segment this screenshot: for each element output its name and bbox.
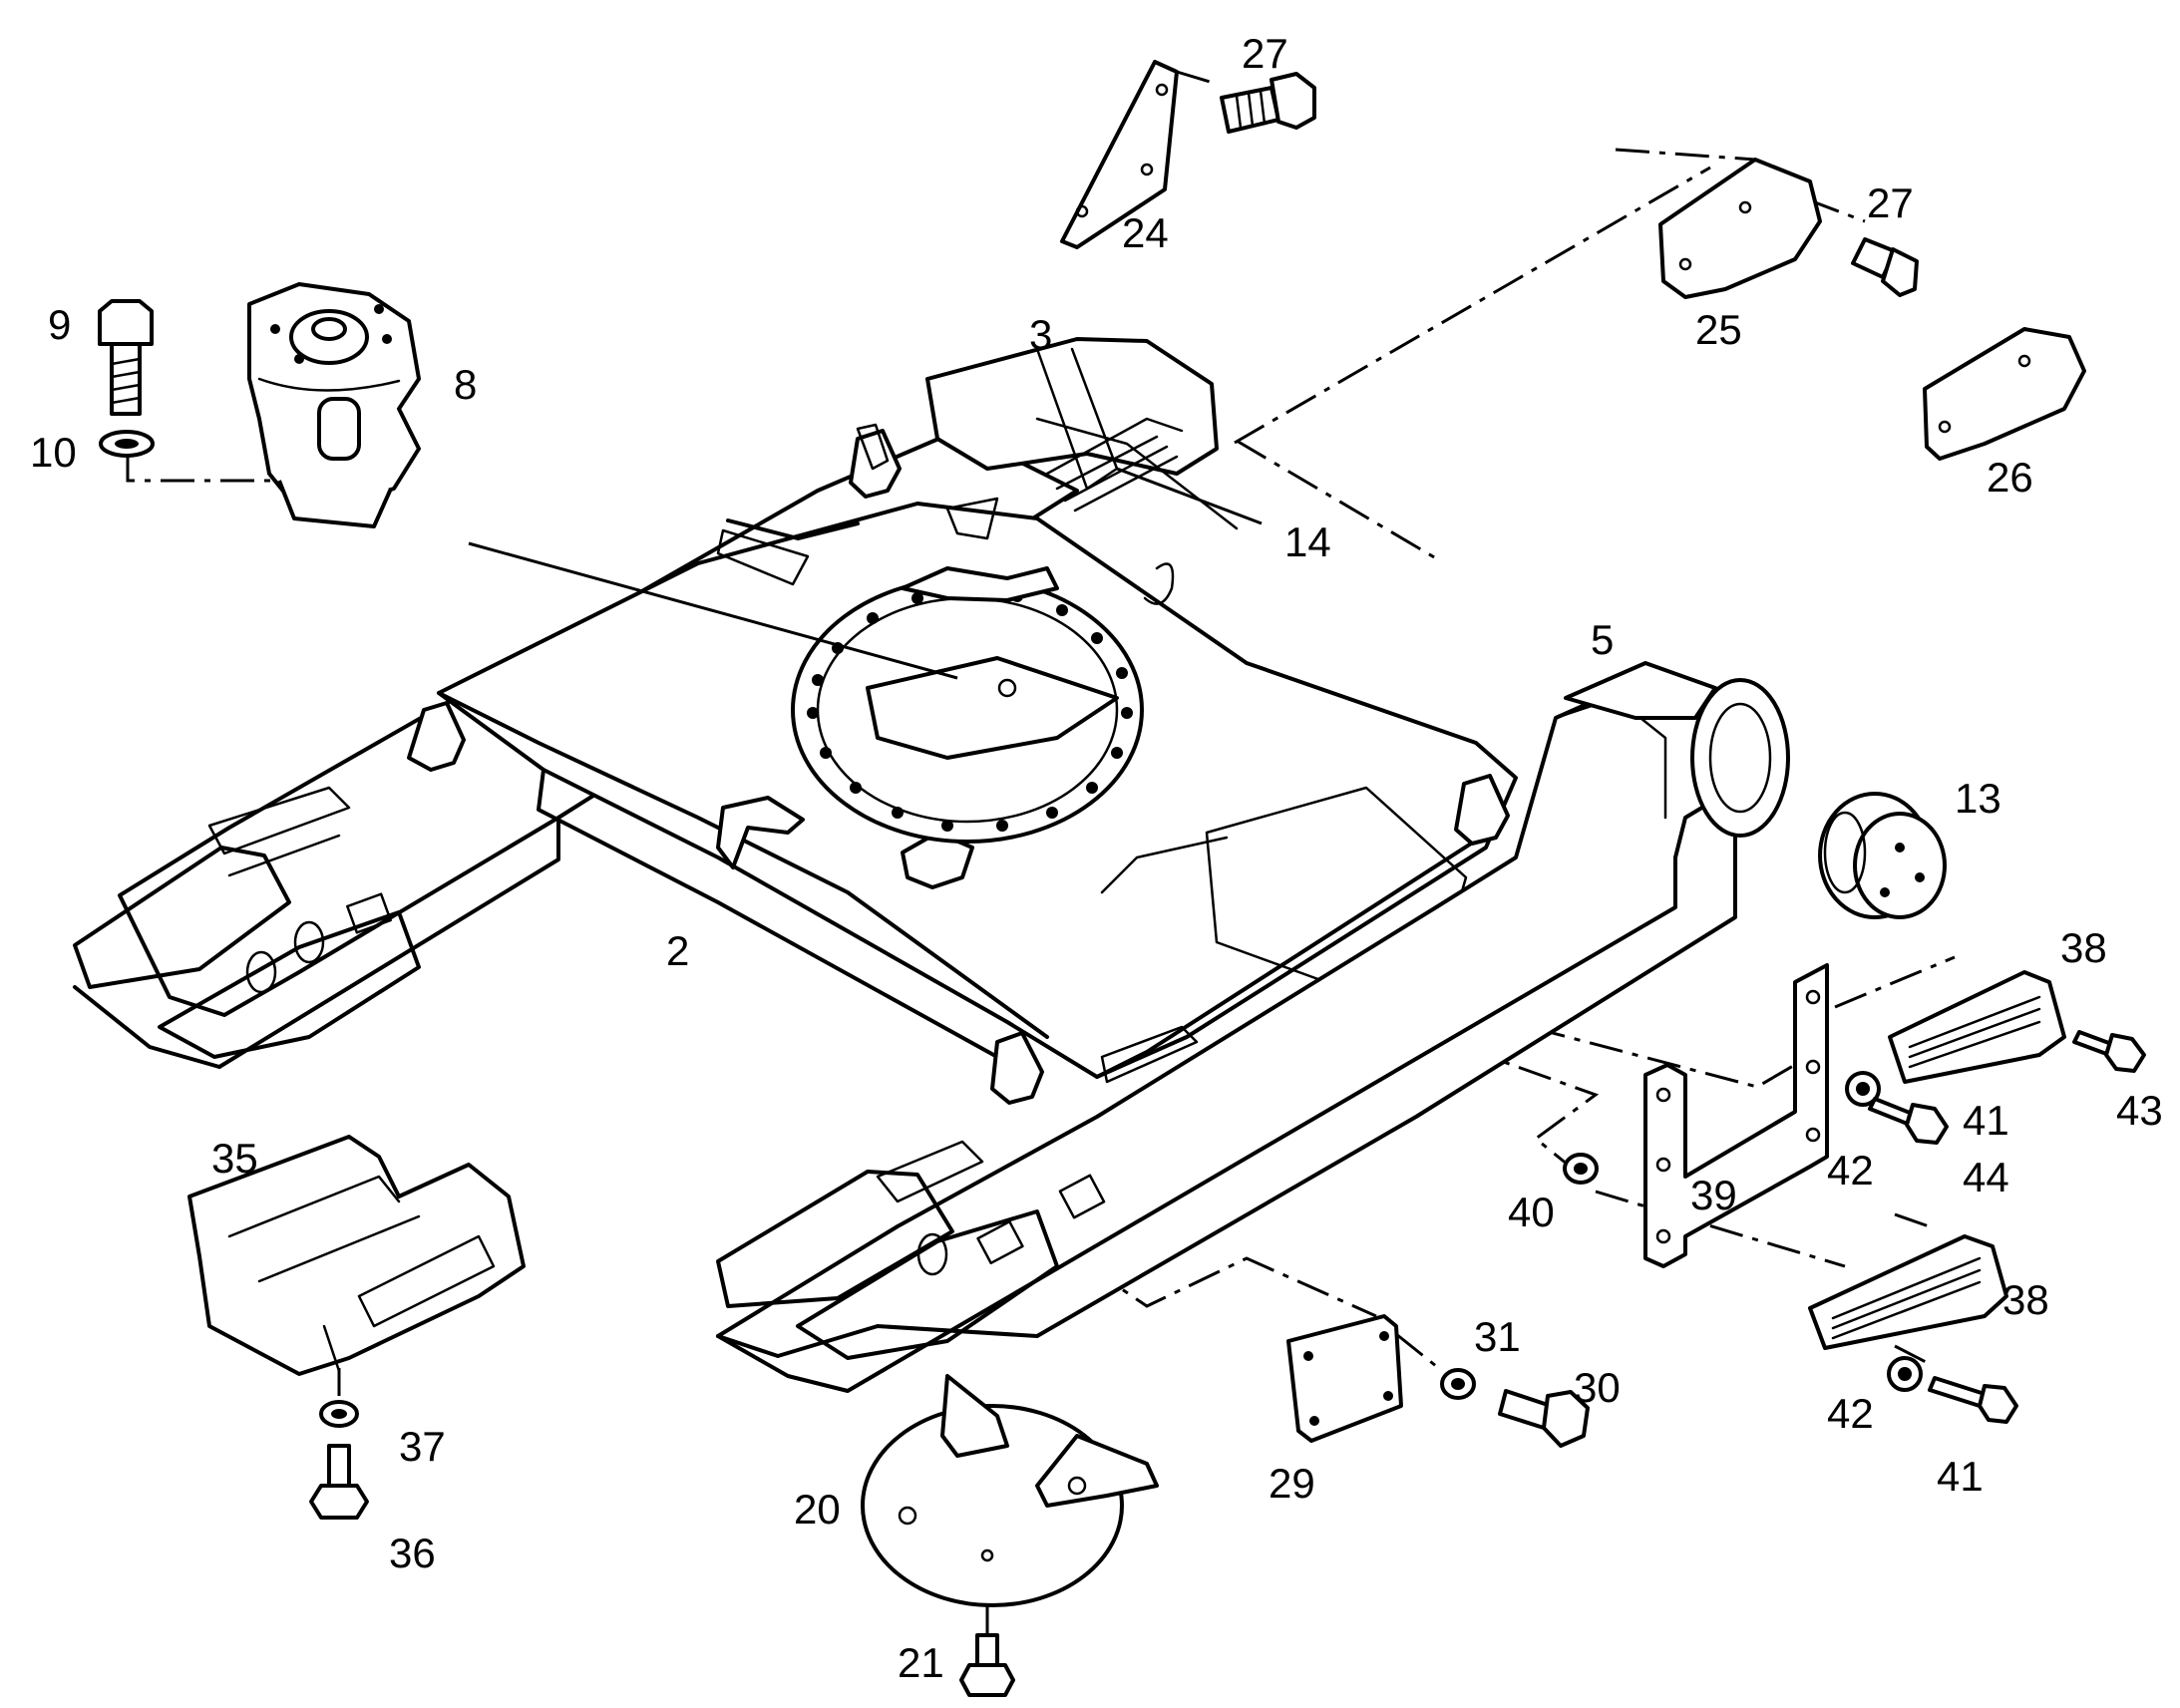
part-40-washer [1563, 1153, 1599, 1185]
label-part-27-top: 27 [1242, 30, 1288, 77]
part-37-washer [319, 1400, 359, 1428]
part-20-cover [861, 1374, 1159, 1607]
part-25-plate [1658, 158, 1822, 299]
label-part-37: 37 [399, 1423, 446, 1470]
part-31-washer [1440, 1368, 1476, 1400]
label-part-2: 2 [666, 927, 689, 974]
label-part-42-lower: 42 [1827, 1390, 1874, 1437]
label-part-30: 30 [1574, 1364, 1621, 1411]
label-part-13: 13 [1955, 775, 2001, 822]
label-part-38-lower: 38 [2002, 1276, 2049, 1323]
label-part-9: 9 [48, 301, 71, 348]
label-part-41-lower: 41 [1937, 1453, 1984, 1500]
leader-line-14 [1116, 467, 1263, 525]
label-part-44: 44 [1963, 1154, 2009, 1200]
label-part-39: 39 [1690, 1172, 1737, 1218]
label-part-21: 21 [898, 1639, 944, 1686]
part-38-step-upper [1888, 970, 2066, 1084]
label-part-10: 10 [30, 429, 77, 476]
part-35-track-guide [187, 1135, 526, 1376]
part-43-bolt [2072, 1030, 2146, 1073]
label-part-29: 29 [1269, 1460, 1315, 1507]
label-part-35: 35 [211, 1135, 258, 1182]
part-30-bolt [1498, 1389, 1590, 1448]
part-21-bolt [959, 1633, 1015, 1697]
label-part-20: 20 [794, 1486, 841, 1533]
part-10-washer [99, 430, 155, 458]
label-part-41-upper: 41 [1963, 1097, 2009, 1144]
part-42-washer-upper [1845, 1071, 1881, 1107]
part-9-bolt [98, 299, 154, 416]
part-44-bolt [1868, 1097, 1949, 1145]
part-27-bolt-top [1220, 72, 1316, 134]
label-part-36: 36 [389, 1530, 436, 1576]
part-8-travel-motor [247, 282, 421, 528]
swing-bearing [716, 562, 1175, 869]
label-part-31: 31 [1474, 1313, 1521, 1360]
assembly-lines [126, 70, 1956, 1641]
part-42-washer-lower [1887, 1356, 1923, 1392]
part-36-bolt [309, 1444, 369, 1520]
part-38-step-lower [1808, 1234, 2008, 1350]
label-part-24: 24 [1122, 209, 1169, 256]
part-24-plate [1060, 60, 1179, 249]
label-part-38-upper: 38 [2060, 924, 2107, 971]
part-3-guard [856, 337, 1239, 540]
label-part-40: 40 [1508, 1189, 1555, 1235]
label-part-3: 3 [1029, 311, 1052, 358]
part-labels: 2 3 5 8 9 10 13 14 20 21 24 25 26 27 27 … [30, 30, 2163, 1686]
part-41-bolt-lower [1928, 1376, 2018, 1424]
label-part-25: 25 [1695, 306, 1742, 353]
label-part-5: 5 [1591, 616, 1614, 663]
label-part-26: 26 [1987, 454, 2033, 501]
part-29-cover-plate [1286, 1314, 1403, 1443]
part-27-bolt-right [1851, 237, 1919, 297]
label-part-43: 43 [2116, 1087, 2163, 1134]
label-part-14: 14 [1284, 518, 1331, 565]
label-part-8: 8 [454, 361, 477, 408]
part-39-bracket [1643, 963, 1829, 1268]
part-13-cap [1818, 792, 1947, 919]
label-part-42-upper: 42 [1827, 1147, 1874, 1194]
part-26-plate [1923, 327, 2086, 461]
label-part-27-right: 27 [1867, 179, 1914, 226]
leader-line-2 [468, 541, 958, 680]
